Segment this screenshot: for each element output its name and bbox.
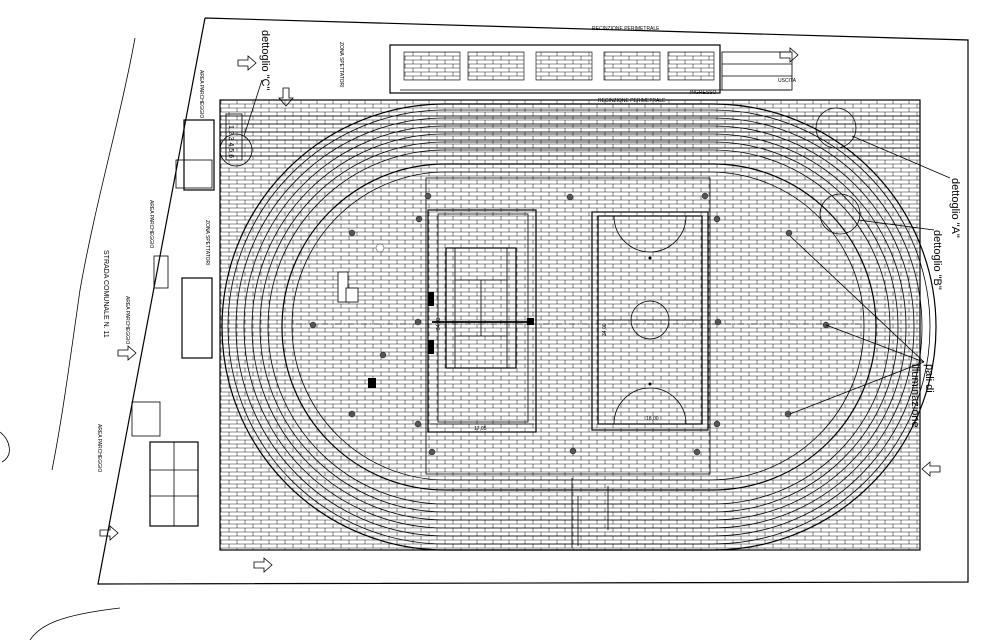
bottom-markers	[571, 478, 609, 548]
detail-c-label: dettoglio "C"	[259, 30, 271, 90]
site-boundary	[0, 17, 969, 640]
exit-label: USCITA	[778, 78, 797, 84]
poles-label-1: pali di	[923, 364, 935, 393]
detail-b-label: dettoglio "B"	[931, 230, 943, 290]
poles-label-2: illuminazione	[909, 364, 921, 428]
tennis-height-dim: 34,33	[436, 317, 442, 330]
parking-label-4: AREA PARCHEGGIO	[96, 424, 102, 472]
football-width-dim: 18,00	[646, 416, 659, 422]
lane-numbers: 1 2 3 4 5 6	[227, 125, 234, 158]
straight-lanes: 1 2 3 4 5 6	[220, 113, 920, 161]
parking-label-3: AREA PARCHEGGIO	[124, 296, 130, 344]
entrance-arrows-left	[99, 345, 941, 573]
football-height-dim: 34,00	[602, 323, 608, 336]
left-buildings	[131, 119, 215, 527]
tennis-width-dim: 17,05	[474, 426, 487, 432]
football-court: 18,00 34,00	[591, 211, 709, 431]
perimeter-label-top: RECINZIONE PERIMETRALE	[592, 26, 660, 32]
detail-a-label: dettoglio "A"	[949, 178, 961, 238]
infield-structures	[337, 271, 434, 388]
entrance-arrows-top	[237, 47, 799, 107]
detail-callouts: dettoglio "C" dettoglio "A" dettoglio "B…	[219, 30, 961, 290]
spectators-zone-left: ZONA SPETTATORI	[204, 220, 210, 266]
grandstand-top: RECINZIONE PERIMETRALE RECINZIONE PERIME…	[389, 26, 793, 104]
spectators-zone-top: ZONA SPETTATORI	[338, 42, 344, 88]
running-track	[221, 103, 937, 551]
left-labels: AREA PARCHEGGIO AREA PARCHEGGIO AREA PAR…	[96, 42, 797, 472]
perimeter-label: RECINZIONE PERIMETRALE	[598, 98, 666, 104]
parking-label-2: AREA PARCHEGGIO	[148, 200, 154, 248]
road-label: STRADA COMUNALE N. 11	[102, 250, 109, 338]
entrance-label: INGRESSO	[690, 90, 717, 96]
poles-callout: pali di illuminazione	[789, 235, 935, 428]
central-brick-band	[425, 177, 711, 475]
tennis-court: 17,05 34,33	[427, 209, 537, 433]
parking-label-1: AREA PARCHEGGIO	[198, 70, 204, 118]
